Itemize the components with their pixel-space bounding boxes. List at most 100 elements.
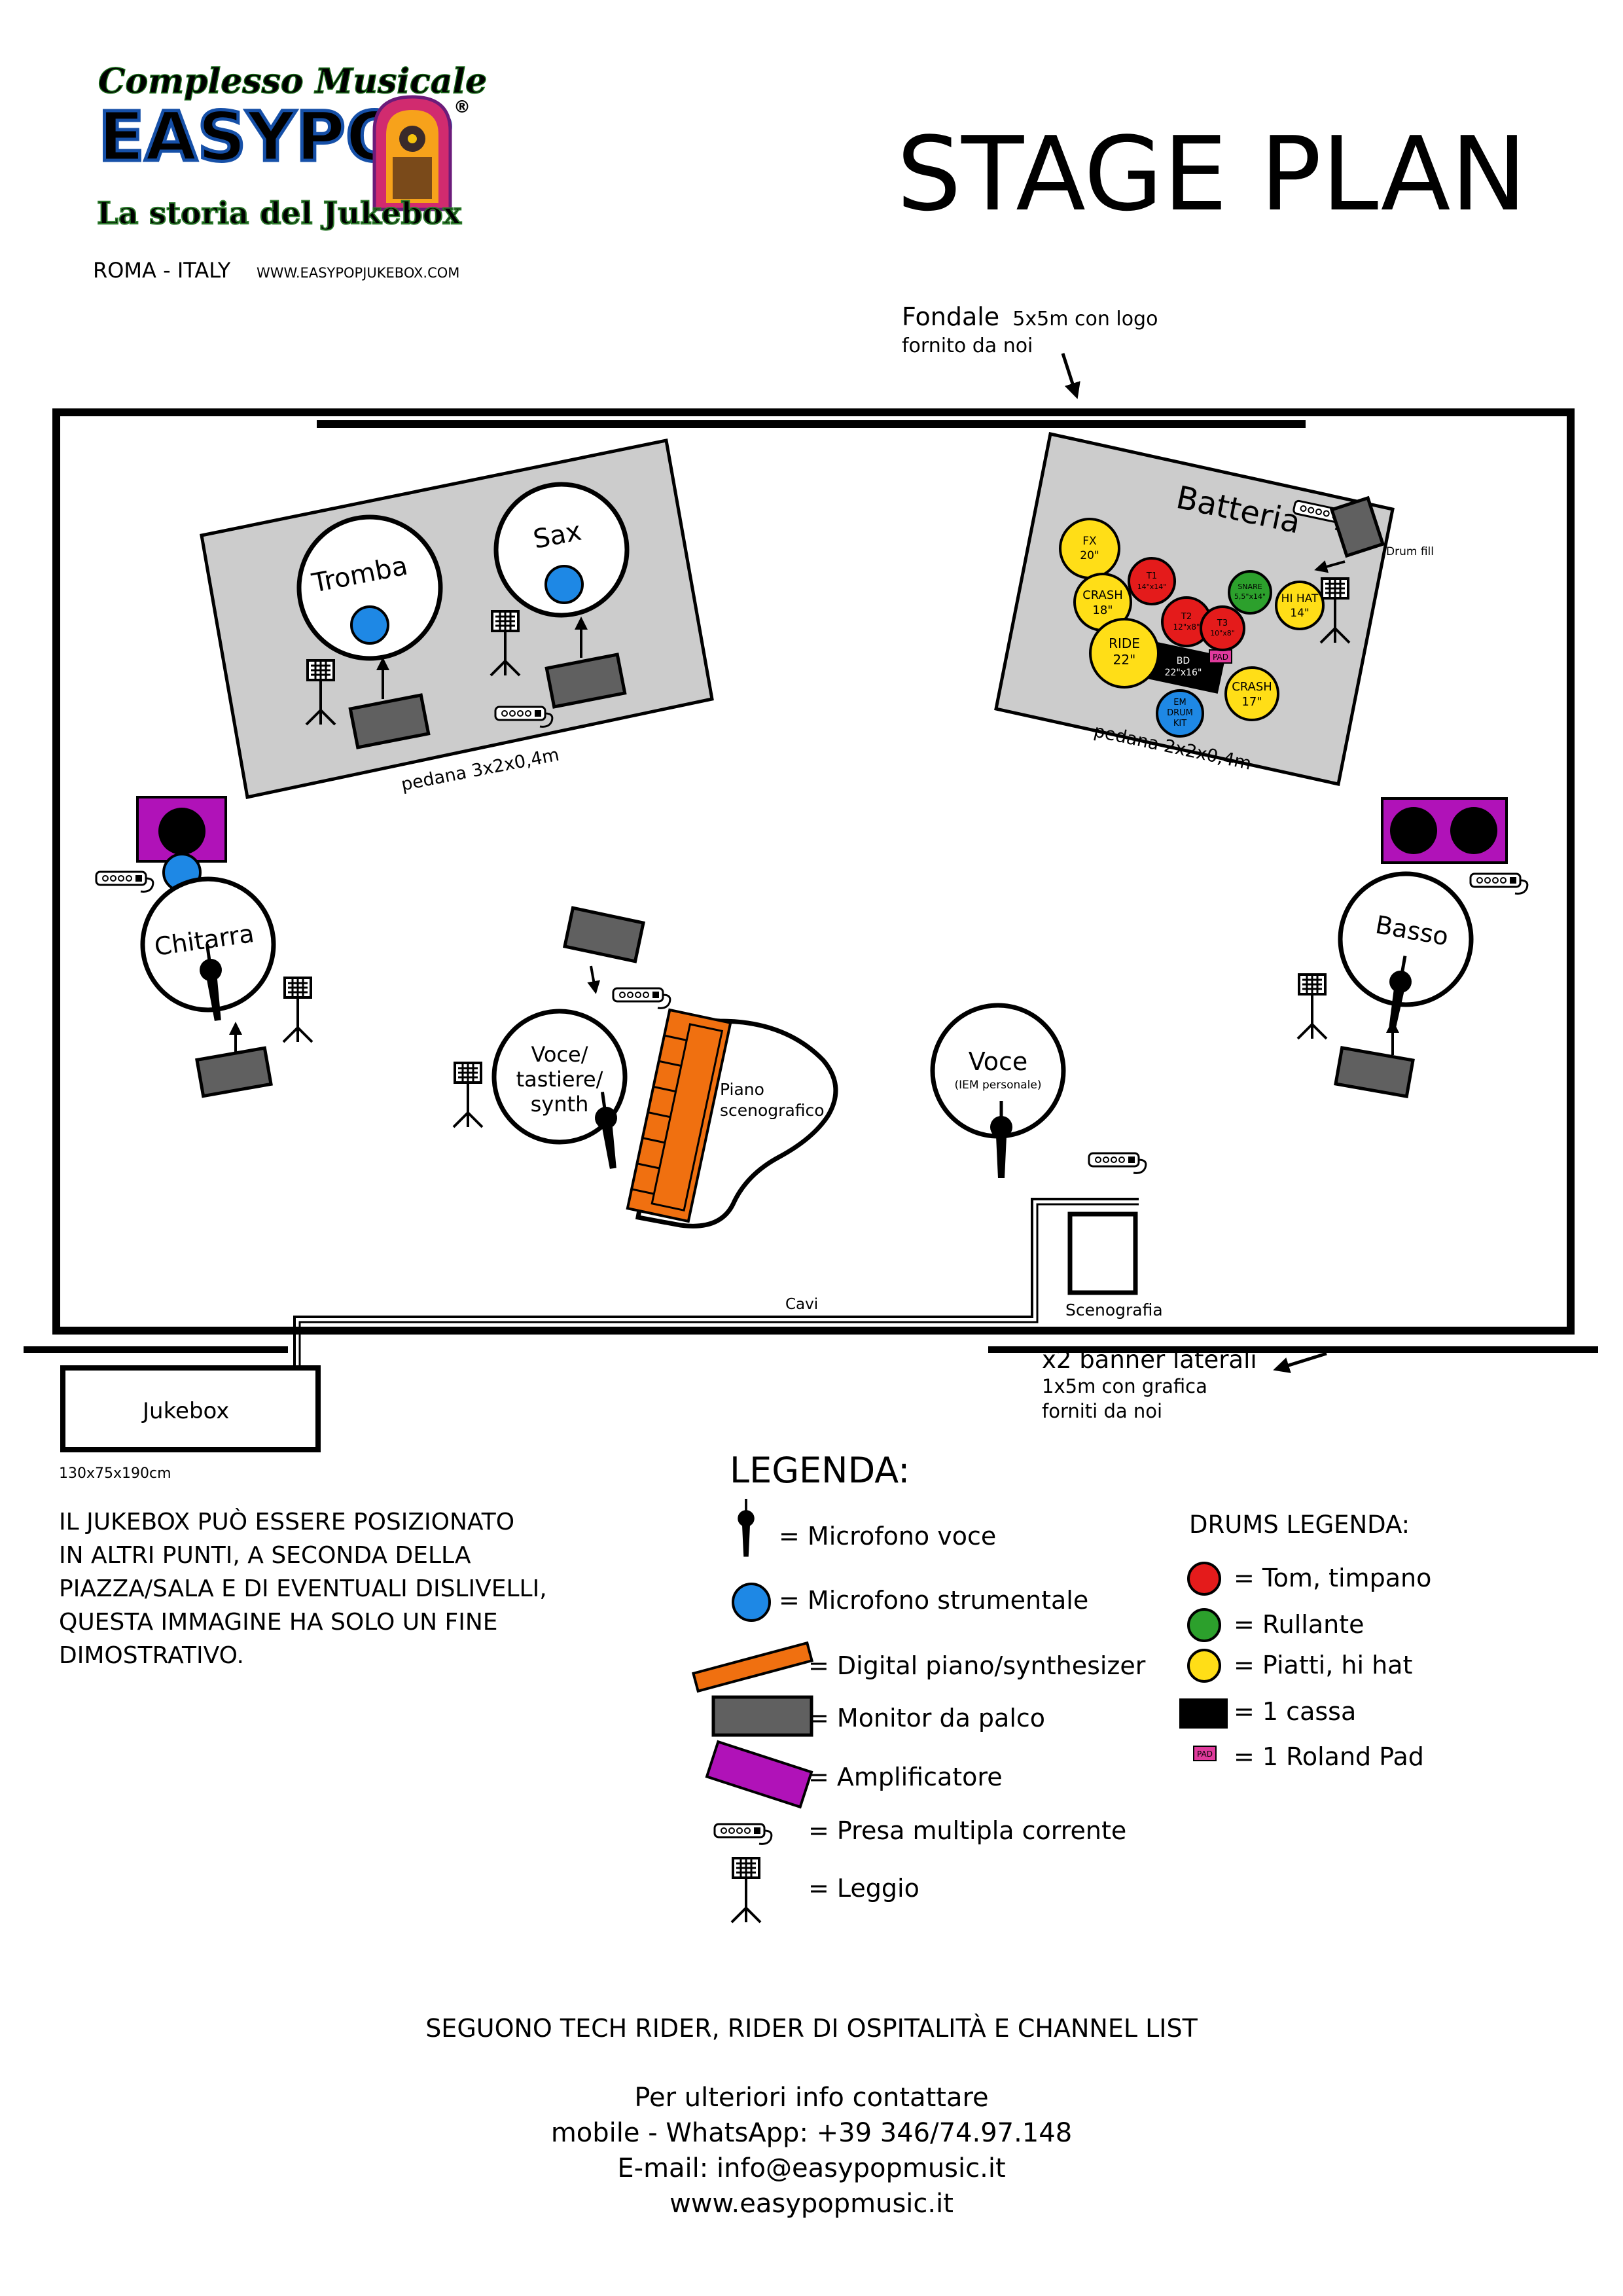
t3-size: 10"x8"	[1210, 629, 1235, 637]
cavi-label: Cavi	[785, 1296, 818, 1313]
t1-size: 14"x14"	[1137, 583, 1167, 591]
t2-size: 12"x8"	[1173, 622, 1200, 632]
banner-line1: x2 banner laterali	[1042, 1346, 1257, 1374]
logo-tagline-text: La storia del Jukebox	[97, 196, 462, 232]
note-line5: DIMOSTRATIVO.	[59, 1642, 244, 1669]
guitar-amp-speaker	[158, 808, 205, 855]
piano-label-2: scenografico	[720, 1101, 825, 1120]
drums-legend: DRUMS LEGENDA: = Tom, timpano = Rullante…	[1179, 1511, 1431, 1771]
digital-piano-icon	[626, 1008, 732, 1223]
keys-arrow	[587, 965, 601, 994]
jukebox-size: 130x75x190cm	[59, 1465, 171, 1482]
jukebox-note: IL JUKEBOX PUÒ ESSERE POSIZIONATO IN ALT…	[59, 1508, 547, 1669]
note-line1: IL JUKEBOX PUÒ ESSERE POSIZIONATO	[59, 1508, 514, 1535]
logo-website: WWW.EASYPOPJUKEBOX.COM	[257, 265, 459, 281]
hihat-name: HI HAT	[1281, 592, 1319, 605]
drum-fill-monitor	[1329, 495, 1385, 558]
scenografia-power-strip-icon	[1088, 1152, 1147, 1174]
backdrop-label: Fondale 5x5m con logo	[902, 302, 1158, 331]
crash-17-cymbal	[1224, 666, 1279, 721]
note-line4: QUESTA IMMAGINE HA SOLO UN FINE	[59, 1609, 498, 1636]
em-line2: DRUM	[1167, 708, 1193, 718]
bass-amp-speaker-1	[1390, 807, 1437, 854]
cable-run-outer	[293, 1198, 1139, 1369]
legend: LEGENDA: = Microfono voce = Microfono st…	[691, 1450, 1146, 1924]
drum-riser: Batteria Drum fill BD 22"x16" PAD FX 20"…	[994, 432, 1434, 786]
note-line2: IN ALTRI PUNTI, A SECONDA DELLA	[59, 1542, 471, 1569]
t3-name: T3	[1217, 619, 1228, 628]
t1-name: T1	[1146, 571, 1157, 581]
tromba-monitor	[348, 693, 431, 749]
legend-item-6: = Leggio	[808, 1874, 919, 1903]
bd-size: 22"x16"	[1165, 668, 1202, 678]
legend-vocal-mic-icon	[736, 1498, 756, 1558]
em-drum-kit	[1156, 689, 1204, 738]
backdrop-line2: fornito da noi	[902, 334, 1033, 357]
backdrop-arrow	[1061, 353, 1080, 399]
legend-amp-icon	[705, 1740, 813, 1809]
chitarra-area: Chitarra	[95, 796, 313, 1098]
footer-contact: Per ulteriori info contattare	[634, 2083, 988, 2113]
voce-tastiere-label-1: Voce/	[531, 1042, 588, 1067]
guitar-power-strip-icon	[95, 870, 154, 893]
note-line3: PIAZZA/SALA E DI EVENTUALI DISLIVELLI,	[59, 1575, 547, 1602]
voce-label: Voce	[969, 1047, 1028, 1076]
voce-tastiere-label-3: synth	[531, 1092, 589, 1117]
footer-email: E-mail: info@easypopmusic.it	[617, 2153, 1005, 2183]
legend-tom-icon	[1187, 1562, 1221, 1596]
footer: SEGUONO TECH RIDER, RIDER DI OSPITALITÀ …	[425, 2014, 1198, 2219]
horns-riser: Tromba Sax pedana 3x2x0,4m	[200, 439, 714, 799]
backdrop-size: 5x5m con logo	[1012, 308, 1158, 331]
scenografia-label: Scenografia	[1065, 1300, 1163, 1319]
legend-power-strip-icon	[713, 1823, 773, 1845]
em-line1: EM	[1173, 698, 1186, 708]
logo: Complesso Musicale EASYPOP ® La storia d…	[93, 61, 488, 283]
legend-item-4: = Amplificatore	[808, 1763, 1003, 1791]
legend-item-3: = Monitor da palco	[808, 1704, 1045, 1732]
banner-arrow	[1273, 1352, 1327, 1373]
drums-legend-item-1: = Rullante	[1234, 1610, 1364, 1639]
footer-follow: SEGUONO TECH RIDER, RIDER DI OSPITALITÀ …	[425, 2014, 1198, 2043]
drums-legend-item-2: = Piatti, hi hat	[1234, 1651, 1412, 1679]
snare-name: SNARE	[1238, 583, 1262, 591]
legend-item-5: = Presa multipla corrente	[808, 1816, 1126, 1845]
stage-outline	[52, 408, 1575, 1335]
legend-snare-icon	[1187, 1608, 1221, 1642]
ride-name: RIDE	[1109, 636, 1140, 651]
drums-legend-item-4: = 1 Roland Pad	[1234, 1742, 1424, 1771]
legend-item-1: = Microfono strumentale	[779, 1586, 1088, 1615]
snare-size: 5,5"x14"	[1234, 592, 1266, 601]
hihat-size: 14"	[1290, 607, 1309, 620]
basso-area: Basso	[1296, 797, 1529, 1099]
crash1-name: CRASH	[1082, 588, 1123, 602]
snare-drum	[1228, 570, 1272, 615]
crash2-name: CRASH	[1232, 680, 1272, 694]
backdrop-label-bold: Fondale	[902, 302, 999, 331]
drums-legend-item-0: = Tom, timpano	[1234, 1564, 1431, 1592]
sax-position	[493, 482, 630, 618]
voce-area: Voce (IEM personale)	[930, 1003, 1066, 1178]
chitarra-monitor	[195, 1046, 273, 1098]
legend-monitor-icon	[711, 1695, 813, 1737]
footer-mobile: mobile - WhatsApp: +39 346/74.97.148	[551, 2118, 1072, 2148]
scenografia-box	[1067, 1211, 1138, 1295]
legend-stand-icon	[730, 1857, 762, 1924]
tom-3	[1200, 605, 1245, 651]
bass-amp-speaker-2	[1450, 807, 1497, 854]
piano-label-1: Piano	[720, 1080, 764, 1099]
tom-1	[1128, 557, 1176, 605]
bass-drum	[1141, 640, 1226, 694]
voce-tastiere-label-2: tastiere/	[516, 1067, 603, 1092]
jukebox-box	[60, 1365, 321, 1452]
bd-name: BD	[1177, 656, 1190, 666]
banner-line3: forniti da noi	[1042, 1400, 1162, 1422]
legend-item-2: = Digital piano/synthesizer	[808, 1651, 1146, 1680]
hihat-cymbal	[1275, 581, 1325, 630]
drum-pad-label: PAD	[1213, 653, 1228, 662]
logo-registered-mark: ®	[454, 98, 471, 117]
legend-cymbal-icon	[1187, 1649, 1221, 1683]
basso-monitor	[1334, 1045, 1415, 1099]
voce-sub-label: (IEM personale)	[955, 1079, 1042, 1092]
drum-fill-label: Drum fill	[1386, 545, 1434, 558]
